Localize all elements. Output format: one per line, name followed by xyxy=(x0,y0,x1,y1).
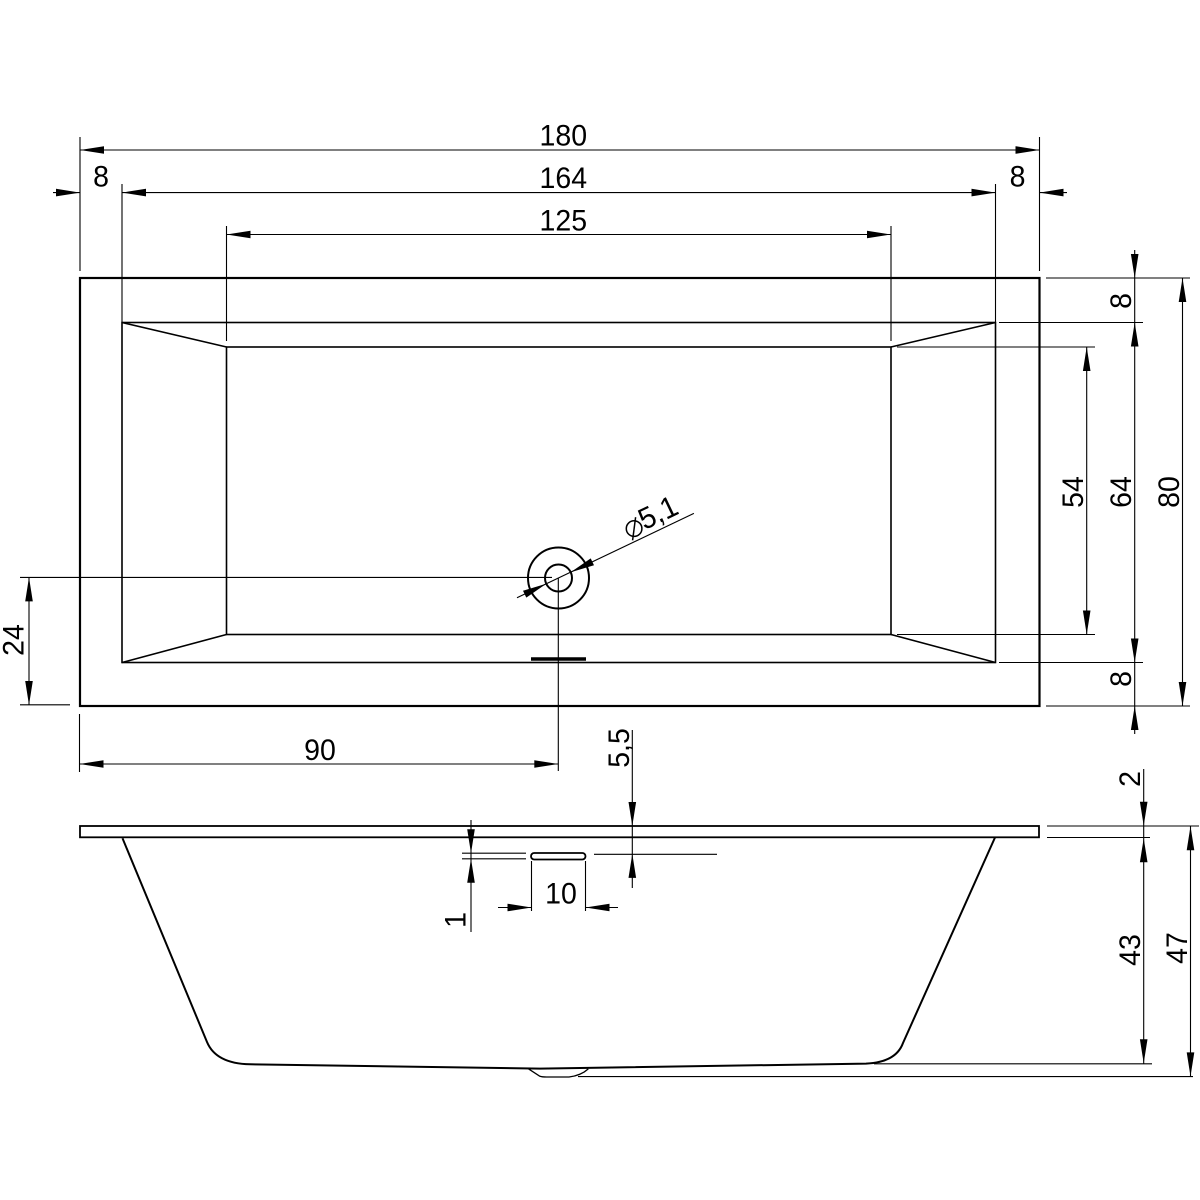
svg-text:47: 47 xyxy=(1161,932,1194,964)
svg-text:54: 54 xyxy=(1057,476,1090,508)
svg-text:43: 43 xyxy=(1114,934,1147,966)
svg-text:2: 2 xyxy=(1114,771,1147,787)
svg-text:24: 24 xyxy=(0,624,31,656)
svg-text:64: 64 xyxy=(1105,476,1138,508)
svg-text:8: 8 xyxy=(1105,671,1138,687)
svg-text:5,5: 5,5 xyxy=(603,728,636,768)
svg-text:5,1: 5,1 xyxy=(633,490,683,537)
svg-text:8: 8 xyxy=(1010,161,1026,194)
svg-text:1: 1 xyxy=(440,912,473,928)
svg-text:8: 8 xyxy=(1105,293,1138,309)
svg-text:125: 125 xyxy=(540,205,588,238)
svg-text:10: 10 xyxy=(545,878,577,911)
svg-text:80: 80 xyxy=(1153,476,1186,508)
svg-text:180: 180 xyxy=(540,120,588,153)
svg-text:90: 90 xyxy=(304,734,336,767)
svg-text:164: 164 xyxy=(540,162,588,195)
svg-text:8: 8 xyxy=(93,161,109,194)
